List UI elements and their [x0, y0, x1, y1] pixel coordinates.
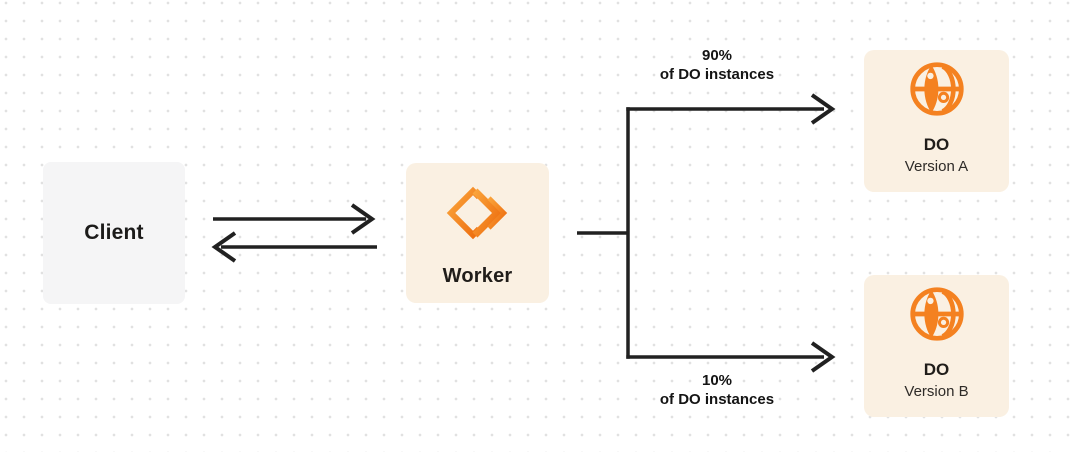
do-b-subtitle: Version B: [904, 383, 969, 400]
arrowhead-right-icon: [810, 341, 836, 373]
worker-node: Worker: [406, 163, 549, 303]
client-label: Client: [84, 221, 144, 244]
arrowhead-right-icon: [350, 203, 376, 235]
arrowhead-left-icon: [211, 231, 237, 263]
arrowhead-right-icon: [810, 93, 836, 125]
do-a-subtitle: Version A: [904, 158, 969, 175]
worker-label: Worker: [442, 265, 513, 287]
do-a-title: DO: [923, 135, 950, 154]
durable-object-globe-icon: [909, 62, 964, 116]
route-label-10-percent: 10% of DO instances: [617, 371, 817, 409]
route-caption: of DO instances: [659, 66, 775, 83]
workers-logo-icon: [446, 186, 507, 240]
route-label-90-percent: 90% of DO instances: [617, 46, 817, 84]
client-node: Client: [43, 162, 185, 304]
durable-object-globe-icon: [909, 287, 964, 341]
route-percent: 90%: [701, 47, 733, 64]
route-percent: 10%: [701, 372, 733, 389]
route-caption: of DO instances: [659, 391, 775, 408]
do-version-a-node: DO Version A: [864, 50, 1009, 192]
do-version-b-node: DO Version B: [864, 275, 1009, 417]
do-b-title: DO: [923, 360, 950, 379]
